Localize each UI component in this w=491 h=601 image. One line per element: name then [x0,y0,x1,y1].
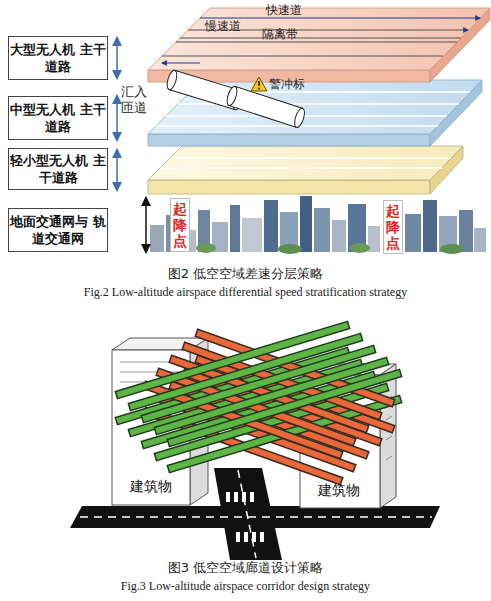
lane-name: 快速道 [266,3,302,18]
warning-mark [258,88,260,90]
node-text: 建筑物 [318,482,360,500]
small-drone-layer [148,146,463,194]
tree [278,244,302,254]
height-bracket [145,198,147,252]
node-text: 大型无人机 主干道路 [9,41,107,75]
node-text: 起 降 点 [384,203,402,251]
building-window [386,436,392,440]
layer-label-box: 大型无人机 主干道路 [8,36,108,80]
crosswalk [250,492,254,502]
height-bracket [116,96,118,140]
lane-line [166,115,447,117]
skyline-building [150,225,164,252]
road [214,468,282,560]
crosswalk [260,532,264,542]
takeoff-point-tag: 起 降 点 [383,200,403,254]
slab-top [148,146,463,180]
crosswalk [226,492,230,502]
node-text: 中型无人机 主干道路 [9,101,107,135]
skyline-building [314,208,330,252]
slab-front [148,180,430,194]
crosswalk [242,492,246,502]
building-window [120,372,182,373]
sign-name: 警冲标 [269,77,305,92]
isolation-band-line [180,38,461,39]
figure-caption: Fig.2 Low-altitude airspace differential… [0,285,491,300]
lane-line [170,157,451,159]
skyline-building [474,228,486,252]
large-drone-layer [148,8,490,82]
road-marking [80,516,432,518]
node-text: 轻小型无人机 主干道路 [9,152,107,186]
height-bracket [116,38,118,78]
building-window [386,416,392,420]
node-text: 建筑物 [130,478,172,496]
slab-top [148,8,490,70]
skyline-building [264,200,278,252]
crosswalk [244,532,248,542]
warning-sign [251,77,267,91]
crosswalk [234,492,238,502]
building-window [386,456,392,460]
warning-mark [258,81,260,86]
city-skyline [150,196,486,254]
ramp-name: 汇入 匝道 [121,84,149,116]
corridor-outline [120,326,397,442]
skyline-building [230,205,240,252]
lane-line [160,167,442,169]
reverse-lane-arrow [162,63,200,64]
warning-triangle [251,77,267,91]
slab-front [148,134,430,146]
skyline-building [459,210,473,252]
crosswalk [236,532,240,542]
lane-line [162,56,443,57]
isolation-band-line [176,42,457,43]
crosswalk [252,532,256,542]
tree [440,244,464,254]
air-corridors [120,326,397,480]
height-bracket [116,150,118,190]
layer-label-box: 地面交通网与 轨道交通网 [8,208,108,252]
layer-label-box: 轻小型无人机 主干道路 [8,148,108,190]
takeoff-point-tag: 起 降 点 [170,198,190,252]
skyline-building [242,218,262,252]
skyline-building [405,214,421,252]
ramp-tube [229,86,303,127]
building-label: 建筑物 [318,482,360,500]
building-label: 建筑物 [130,478,172,496]
node-text: 地面交通网与 轨道交通网 [9,213,107,247]
skyline-building [300,196,312,252]
lane-name: 隔离带 [262,27,298,42]
skyline-building [423,200,437,252]
lane-name: 慢速道 [205,19,241,34]
tree [196,243,216,253]
layer-label-box: 中型无人机 主干道路 [8,96,108,140]
ramp-tube-end [225,85,239,106]
tree [350,243,370,253]
skyline-building [332,220,346,252]
node-text: 起 降 点 [171,201,189,249]
ramp-tube-end [293,107,307,128]
figure-caption: 图3 低空空域廊道设计策略 [0,560,491,576]
ramp-tube [169,70,241,109]
figure-caption: 图2 低空空域差速分层策略 [0,266,491,282]
figure-caption: Fig.3 Low-altitude airspace corridor des… [0,579,491,594]
fast-lane-line [200,18,480,19]
road-marking [238,470,256,558]
ramp-tube-end [165,69,178,90]
merge-ramp [165,69,306,128]
green-corridor [120,326,397,442]
